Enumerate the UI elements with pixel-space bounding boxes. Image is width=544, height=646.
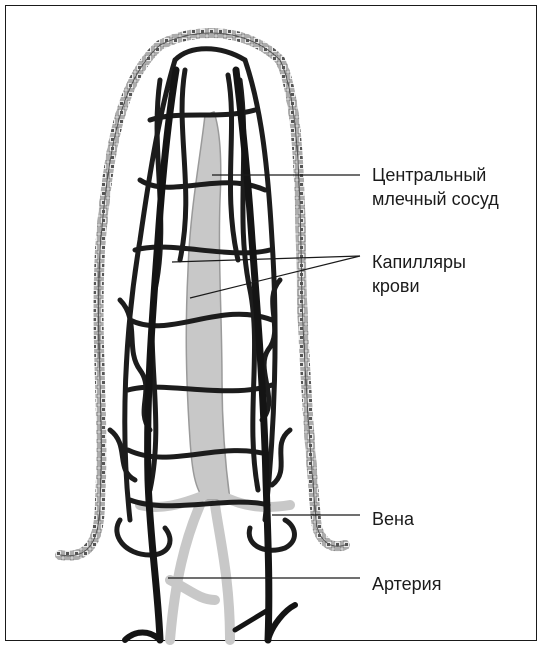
label-capillaries-line2: крови [372, 274, 466, 298]
label-central-vessel-line2: млечный сосуд [372, 187, 499, 211]
label-central-vessel: Центральный млечный сосуд [372, 163, 499, 211]
label-artery: Артерия [372, 572, 442, 596]
label-central-vessel-line1: Центральный [372, 163, 499, 187]
label-capillaries: Капилляры крови [372, 250, 466, 298]
label-vein: Вена [372, 507, 414, 531]
label-capillaries-line1: Капилляры [372, 250, 466, 274]
central-lacteal [186, 112, 230, 500]
